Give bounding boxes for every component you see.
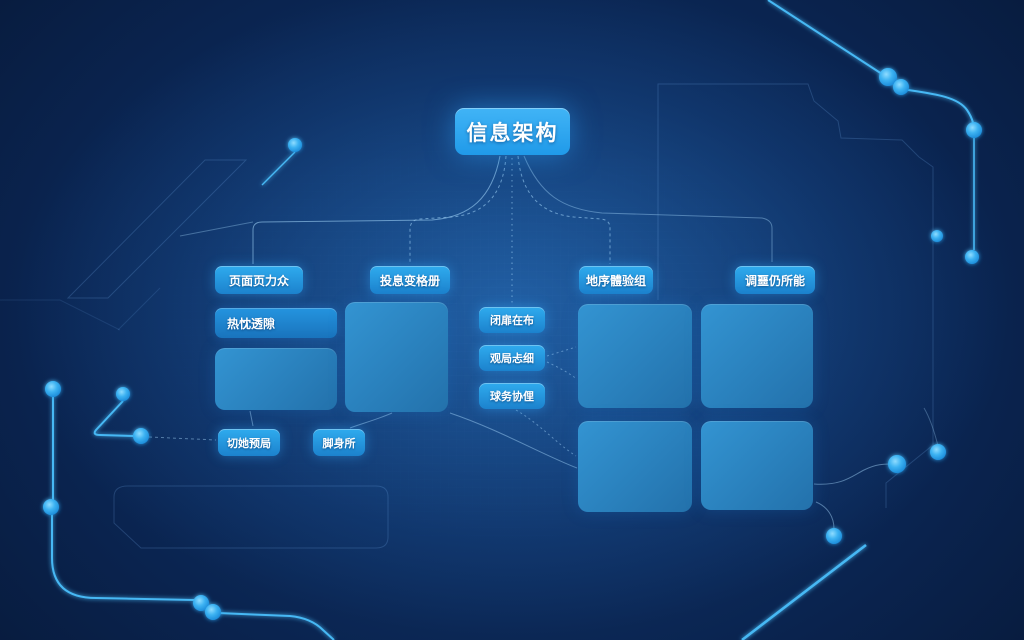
grid-panel-2[interactable] [701, 304, 813, 408]
node-dot [888, 455, 906, 473]
center-pill-2-label: 观局忐细 [490, 353, 534, 365]
node-dot [45, 381, 61, 397]
node-dot [966, 122, 982, 138]
center-pill-2[interactable]: 观局忐细 [479, 345, 545, 371]
left-group-bar[interactable]: 热忱透隙 [215, 308, 337, 338]
circuit-topright-curve [907, 89, 975, 137]
node-dot [930, 444, 946, 460]
connector-center2-r1a [546, 346, 577, 357]
circuit-bottomleft-run [217, 612, 335, 640]
circuit-topright-diagonal [767, 0, 883, 75]
connector-tall-b2 [349, 412, 393, 429]
category-pill-1[interactable]: 页面页力众 [215, 266, 303, 294]
connector-root-pill1 [252, 155, 501, 264]
category-pill-4[interactable]: 调噩仍所能 [735, 266, 815, 294]
left-group-bar-label: 热忱透隙 [227, 316, 276, 331]
diagonal-stripe-line [117, 287, 161, 331]
category-pill-1-label: 页面页力众 [228, 273, 289, 288]
node-dot [205, 604, 221, 620]
node-dot [826, 528, 842, 544]
node-dot [288, 138, 302, 152]
node-dot [965, 250, 979, 264]
center-pill-3[interactable]: 球务协俚 [479, 383, 545, 409]
root-node-label: 信息架构 [466, 121, 559, 145]
left-faint-trace [0, 299, 121, 331]
connector-root-pill2 [409, 155, 507, 264]
root-node[interactable]: 信息架构 [455, 108, 570, 155]
circuit-left-elbow [93, 400, 135, 437]
bottom-pill-1-label: 切她预局 [227, 437, 271, 450]
bottom-pill-2[interactable]: 脚身所 [313, 429, 365, 456]
bottom-pill-2-label: 脚身所 [322, 437, 356, 450]
connector-root-pill3 [517, 155, 611, 264]
connector-r2-dot6 [813, 463, 893, 485]
node-dot [116, 387, 130, 401]
node-dot [133, 428, 149, 444]
grid-panel-1[interactable] [578, 304, 692, 408]
bottom-pill-1[interactable]: 切她预局 [218, 429, 280, 456]
connector-tall-r3 [449, 412, 578, 469]
category-pill-3-label: 地序體验组 [585, 273, 646, 288]
node-dot [893, 79, 909, 95]
connector-dot-b1 [148, 436, 217, 441]
chamfered-panel-outline [113, 485, 389, 549]
circuit-left-vertical [51, 396, 195, 601]
center-pill-1[interactable]: 闭扉在布 [479, 307, 545, 333]
node-dot [43, 499, 59, 515]
node-dot [931, 230, 943, 242]
tall-panel[interactable] [345, 302, 448, 412]
center-pill-1-label: 闭扉在布 [490, 315, 534, 327]
category-pill-2-label: 投息变格册 [379, 273, 440, 288]
node-dot [879, 68, 897, 86]
left-group-panel[interactable] [215, 348, 337, 410]
connector-dot7-up [923, 407, 939, 447]
connector-leftrect-b1 [249, 410, 254, 427]
connector-root-pill4 [523, 155, 773, 262]
connector-center3-r3 [515, 409, 577, 457]
connector-pill1-ext [179, 221, 254, 237]
node-dot [193, 595, 209, 611]
category-pill-4-label: 调噩仍所能 [744, 273, 805, 288]
circuit-bottomright-diagonal [741, 543, 867, 640]
center-pill-3-label: 球务协俚 [490, 391, 534, 403]
circuit-dot1-stub [261, 151, 296, 186]
connector-r2-dot8 [815, 501, 835, 530]
connector-center2-r1b [546, 361, 578, 380]
category-pill-2[interactable]: 投息变格册 [370, 266, 450, 294]
grid-panel-3[interactable] [578, 421, 692, 512]
category-pill-3[interactable]: 地序體验组 [579, 266, 653, 294]
grid-panel-4[interactable] [701, 421, 813, 510]
